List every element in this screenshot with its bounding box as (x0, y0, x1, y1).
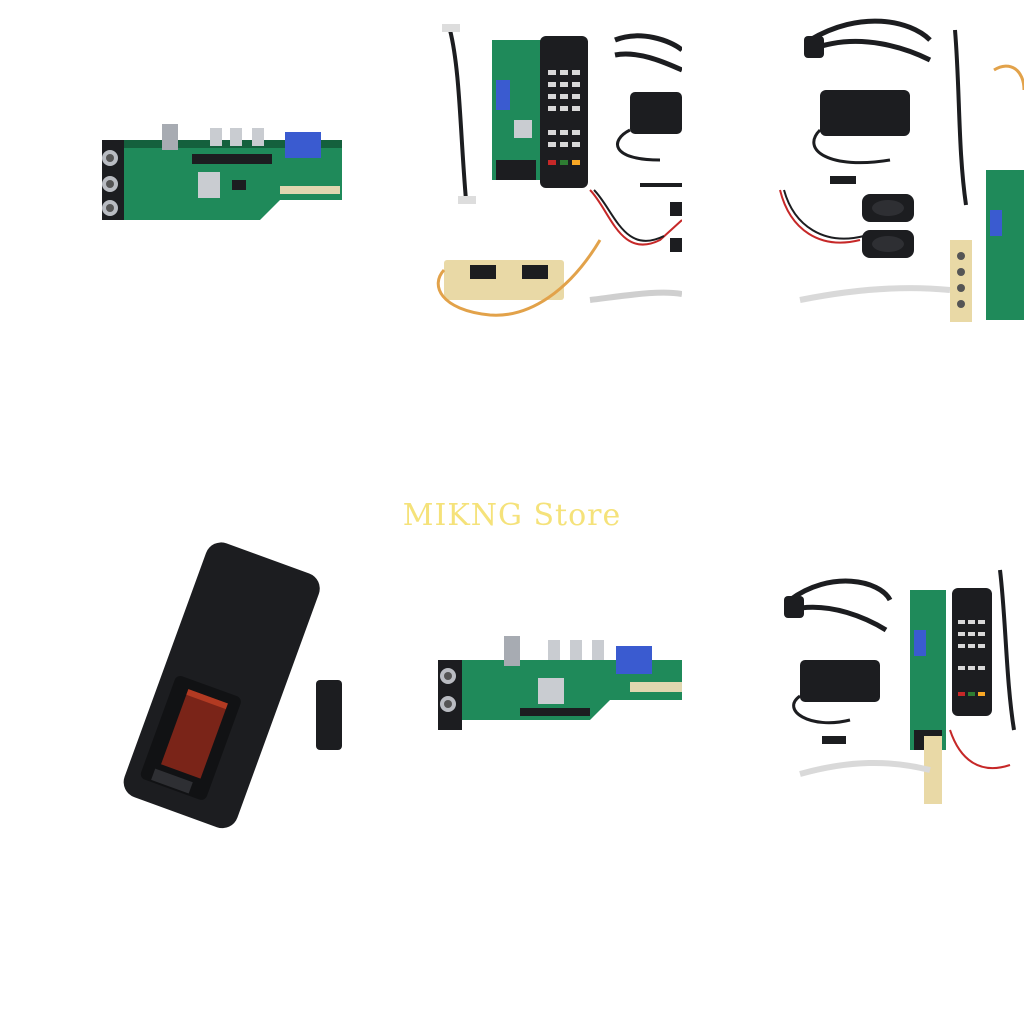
store-watermark: MIKNG Store (402, 498, 622, 533)
remote-control-icon (123, 542, 342, 829)
controller-board-icon (102, 124, 342, 220)
product-image-controller-board-angle[interactable] (430, 620, 682, 750)
product-image-full-kit-with-speakers[interactable] (770, 10, 1024, 330)
product-image-full-kit-with-inverter[interactable] (430, 10, 682, 330)
controller-board-angle-icon (438, 636, 682, 730)
kit-keypad-icon (784, 569, 1016, 804)
product-image-full-kit-with-keypad[interactable] (770, 560, 1024, 810)
kit-components-icon (436, 24, 682, 317)
kit-speakers-icon (779, 18, 1024, 322)
product-image-remote-battery-compartment[interactable] (90, 540, 342, 840)
product-image-controller-board-front[interactable] (80, 100, 342, 240)
